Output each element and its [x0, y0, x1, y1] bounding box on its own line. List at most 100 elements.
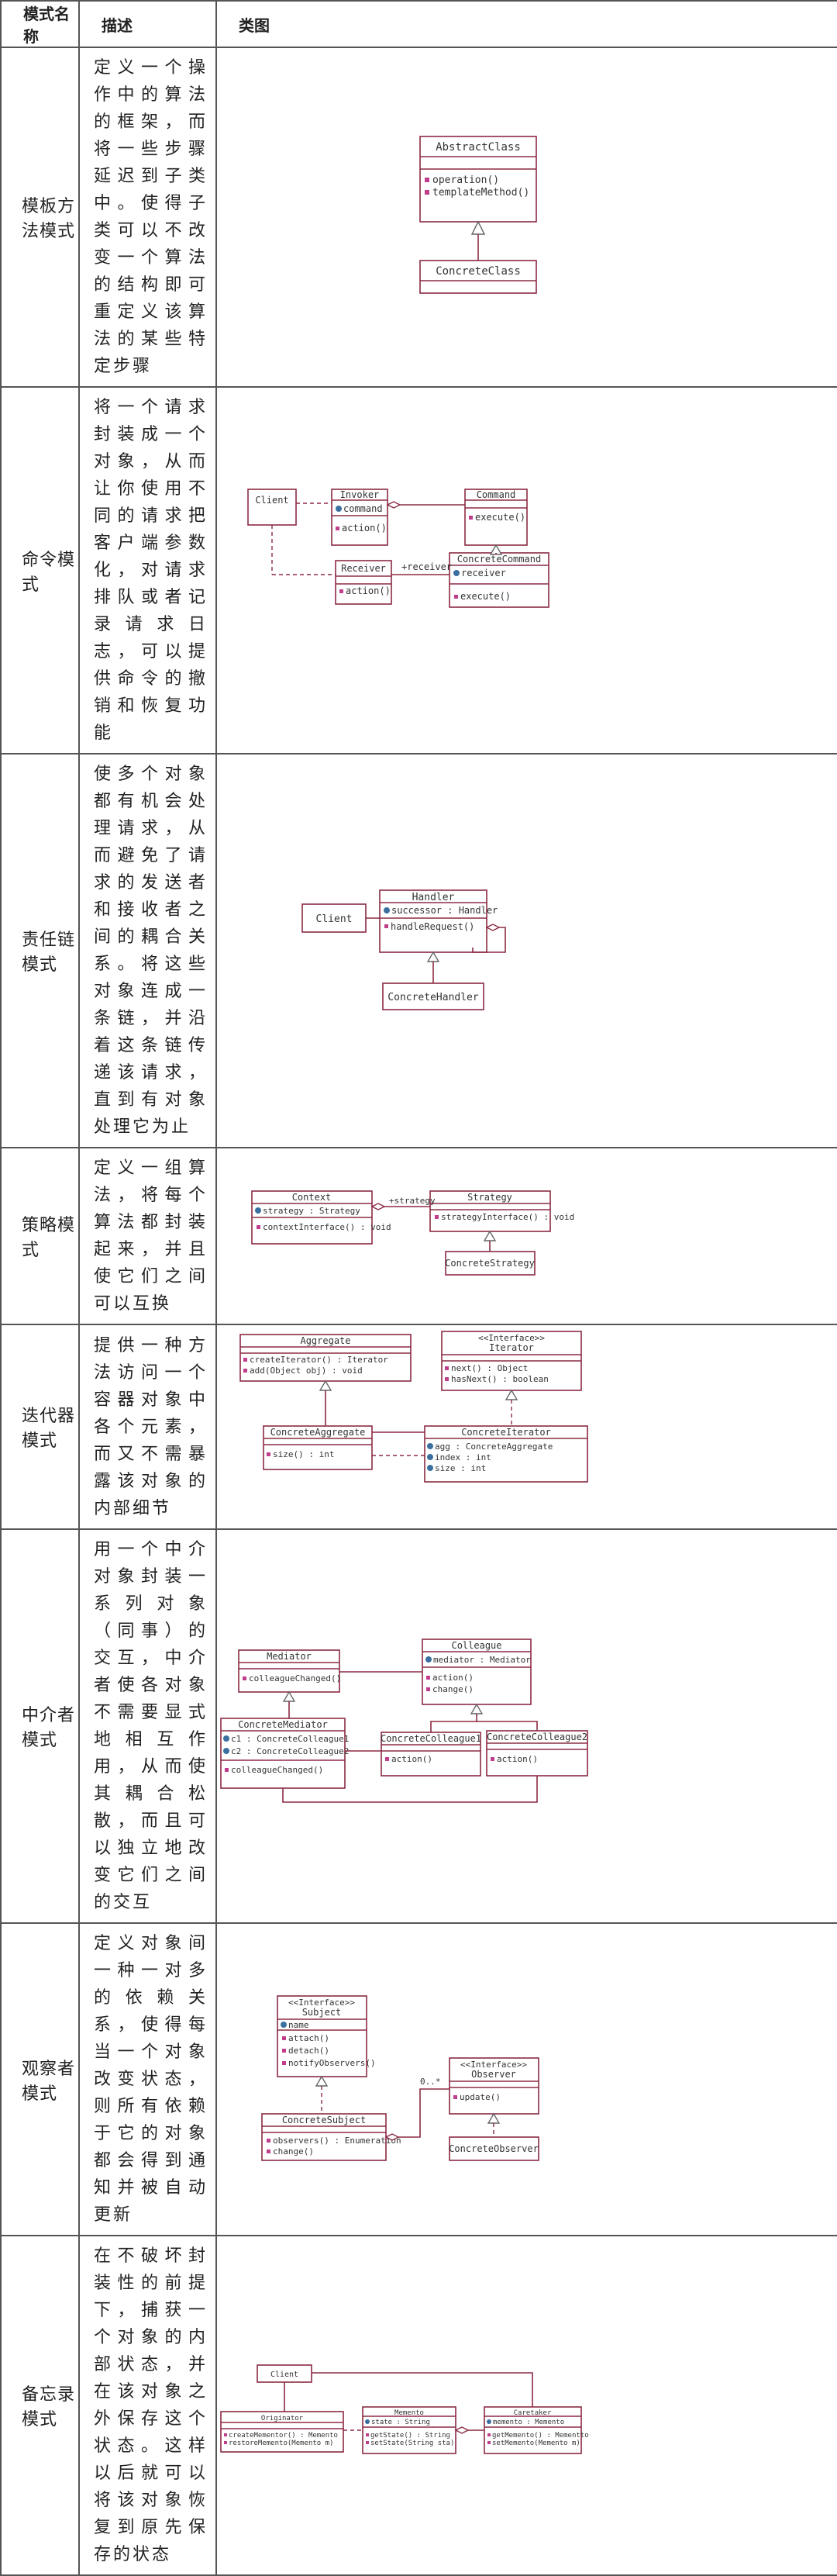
memento-diagram: Client Originator createMementor() : Mem… — [220, 2364, 589, 2454]
pattern-name: 命令模式 — [0, 386, 80, 754]
observer-diagram: <<Interface>> Subject name attach() deta… — [261, 1994, 539, 2161]
class-title: Client — [255, 495, 288, 506]
mediator-box — [238, 1649, 340, 1693]
field-label: command — [343, 503, 383, 514]
class-title: ConcreteObserver — [449, 2143, 539, 2154]
field-label: receiver — [461, 568, 506, 578]
class-title: ConcreteAggregate — [270, 1427, 366, 1438]
strategy-diagram: Context strategy : Strategy contextInter… — [251, 1190, 574, 1276]
class-title: Receiver — [341, 563, 386, 574]
method-icon — [224, 2441, 227, 2444]
class-title: Caretaker — [514, 2409, 552, 2417]
class-title: Strategy — [467, 1192, 512, 1203]
method-label: action() — [346, 585, 391, 596]
method-label: colleagueChanged() — [231, 1765, 323, 1775]
class-diagram: Context strategy : Strategy contextInter… — [215, 1147, 837, 1325]
pattern-name: 观察者模式 — [0, 1922, 80, 2236]
field-label: index : int — [435, 1452, 491, 1462]
method-label: update() — [460, 2092, 501, 2102]
field-icon — [365, 2419, 370, 2424]
class-title: AbstractClass — [436, 141, 521, 154]
multiplicity-label: 0..* — [420, 2077, 441, 2087]
class-title: ConcreteColleague1 — [381, 1733, 481, 1744]
method-label: handleRequest() — [391, 921, 474, 932]
method-icon — [282, 2036, 286, 2040]
inheritance-arrow — [470, 220, 486, 235]
field-label: agg : ConcreteAggregate — [435, 1442, 553, 1452]
concrete-iterator-box — [424, 1425, 588, 1483]
method-label: detach() — [288, 2046, 329, 2056]
class-title: Memento — [394, 2409, 424, 2417]
col-header-diagram: 类图 — [215, 0, 837, 48]
class-title: Subject — [302, 2007, 342, 2018]
field-icon — [425, 1656, 432, 1663]
concrete-aggregate-box — [263, 1425, 373, 1470]
method-icon — [243, 1369, 247, 1373]
table-row: 模板方法模式 定义一个操作中的算法的框架，而将一些步骤延迟到子类中。使得子类可以… — [0, 47, 837, 388]
class-title: ConcreteIterator — [461, 1427, 551, 1438]
method-label: operation() — [432, 174, 499, 186]
class-title: ConcreteClass — [436, 265, 521, 278]
field-label: successor : Handler — [391, 905, 498, 916]
class-diagram: Client Handler successor : Handler handl… — [215, 753, 837, 1148]
invoker-box — [331, 488, 388, 546]
field-icon — [487, 2419, 491, 2424]
table-row: 责任链模式 使多个对象都有机会处理请求，从而避免了请求的发送者和接收者之间的耦合… — [0, 753, 837, 1148]
method-icon — [426, 1687, 430, 1691]
concrete-class-box — [419, 260, 537, 294]
method-icon — [445, 1366, 449, 1370]
pattern-description: 将一个请求封装成一个对象，从而让你使用不同的请求把客户端参数化，对请求排队或者记… — [78, 386, 217, 754]
method-label: setMemento(Memento m) — [492, 2440, 580, 2447]
field-label: c2 : ConcreteColleague2 — [231, 1746, 349, 1756]
class-diagram: <<Interface>> Subject name attach() deta… — [215, 1922, 837, 2236]
receiver-box — [335, 559, 392, 605]
method-icon — [282, 2048, 286, 2053]
field-label: memento : Memento — [493, 2419, 564, 2426]
table-header: 模式名称 描述 类图 — [0, 0, 837, 48]
method-label: change() — [273, 2146, 314, 2156]
method-icon — [366, 2441, 369, 2444]
class-title: Originator — [261, 2415, 304, 2422]
field-icon — [427, 1454, 433, 1460]
method-label: action() — [432, 1673, 474, 1683]
field-icon — [336, 505, 342, 512]
pattern-name: 迭代器模式 — [0, 1324, 80, 1530]
method-label: size() : int — [273, 1449, 334, 1459]
field-label: mediator : Mediator — [433, 1655, 531, 1665]
method-icon — [282, 2060, 286, 2065]
method-icon — [487, 2441, 491, 2444]
pattern-description: 定义一组算法，将每个算法都封装起来，并且使它们之间可以互换 — [78, 1147, 217, 1325]
method-icon — [339, 589, 343, 593]
pattern-description: 使多个对象都有机会处理请求，从而避免了请求的发送者和接收者之间的耦合关系。将这些… — [78, 753, 217, 1148]
command-box — [464, 488, 528, 546]
field-icon — [453, 569, 460, 576]
field-label: strategy : Strategy — [263, 1206, 360, 1216]
field-label: c1 : ConcreteColleague1 — [231, 1734, 349, 1744]
aggregate-box — [239, 1334, 412, 1382]
method-icon — [336, 526, 339, 530]
table-row: 备忘录模式 在不破坏封装性的前提下，捕获一个对象的内部状态，并在该对象之外保存这… — [0, 2235, 837, 2576]
class-title: Invoker — [340, 489, 380, 500]
method-icon — [243, 1676, 246, 1680]
method-label: change() — [432, 1684, 474, 1694]
field-icon — [427, 1443, 433, 1449]
class-title: Iterator — [489, 1342, 534, 1353]
method-label: createIterator() : Iterator — [250, 1355, 388, 1365]
method-icon — [243, 1358, 247, 1362]
pattern-name: 中介者模式 — [0, 1528, 80, 1924]
pattern-description: 提供一种方法访问一个容器对象中各个元素，而又不需暴露该对象的内部细节 — [78, 1324, 217, 1530]
method-label: templateMethod() — [432, 187, 529, 199]
field-label: state : String — [371, 2419, 430, 2426]
method-icon — [425, 190, 429, 195]
method-label: contextInterface() : void — [263, 1222, 391, 1232]
method-icon — [453, 2094, 457, 2099]
class-title: ConcreteCommand — [457, 554, 541, 565]
association-label: +strategy — [389, 1196, 436, 1206]
method-icon — [435, 1215, 439, 1219]
table-row: 中介者模式 用一个中介对象封装一系列对象（同事）的交互，中介者使各对象不需要显式… — [0, 1528, 837, 1924]
field-icon — [223, 1747, 229, 1754]
field-label: name — [288, 2020, 309, 2030]
client-box — [247, 488, 297, 526]
method-label: getMemento() : Mementto — [492, 2432, 589, 2440]
